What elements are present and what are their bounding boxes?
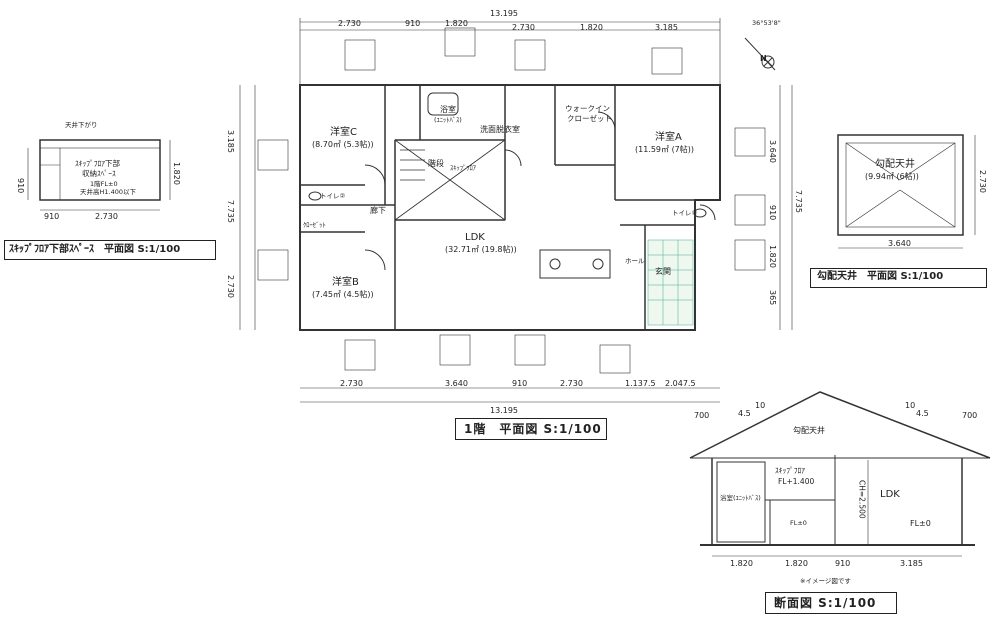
toilet-icon — [693, 208, 707, 218]
section-eave-left: 700 — [694, 411, 710, 420]
room-ldk: LDK — [465, 232, 485, 243]
skip-dim-w2: 2.730 — [95, 212, 118, 221]
skip-floor-plan — [39, 139, 161, 201]
section-pitch-base-left: 10 — [755, 401, 766, 410]
slope-area: (9.94㎡ (6帖)) — [865, 172, 919, 181]
dim-right-1: 3.640 — [768, 140, 777, 163]
room-washroom: 洗面脱衣室 — [480, 125, 520, 134]
section-pitch-base-right: 10 — [905, 401, 916, 410]
dim-top-1: 2.730 — [338, 19, 361, 28]
slope-ceiling-plan — [837, 134, 976, 249]
section-eave-right: 700 — [962, 411, 978, 420]
entrance-tiles — [647, 239, 694, 326]
room-hallway: 廊下 — [370, 206, 386, 215]
slope-label: 勾配天井 — [875, 159, 915, 170]
plan-title: 1階 平面図 S:1/100 — [464, 422, 602, 436]
dim-top-6: 3.185 — [655, 23, 678, 32]
kitchen-counter — [539, 249, 611, 279]
plan-total-top: 13.195 — [490, 9, 518, 18]
room-closet: ｸﾛｰｾﾞｯﾄ — [303, 221, 326, 229]
north-angle: 36°53'8" — [752, 19, 781, 27]
section-title: 断面図 S:1/100 — [774, 596, 877, 610]
skip-dim-w1: 910 — [44, 212, 60, 221]
section-dim-3: 910 — [835, 559, 851, 568]
skip-dim-h1: 1.820 — [172, 162, 181, 185]
skip-ceiling: 天井高H1.400以下 — [80, 188, 136, 196]
window-tags — [257, 27, 766, 374]
section-pitch-left: 4.5 — [738, 409, 751, 418]
dim-top-3: 1.820 — [445, 19, 468, 28]
dim-bottom-6: 2.047.5 — [665, 379, 696, 388]
skip-title-box: ｽｷｯﾌﾟﾌﾛｱ下部ｽﾍﾟｰｽ 平面図 S:1/100 — [4, 240, 216, 260]
section-drawing — [689, 391, 991, 557]
skip-top-note: 天井下がり — [65, 121, 98, 129]
section-dim-2: 1.820 — [785, 559, 808, 568]
room-toilet-1: トイレ① — [672, 209, 698, 217]
room-walkin: ウォークイン — [565, 104, 610, 113]
dim-right-5: 365 — [768, 290, 777, 306]
dim-bottom-1: 2.730 — [340, 379, 363, 388]
skip-fl: 1階FL±0 — [90, 180, 118, 188]
section-slope: 勾配天井 — [793, 426, 825, 435]
dim-bottom-5: 1.137.5 — [625, 379, 656, 388]
dim-right-4: 1.820 — [768, 245, 777, 268]
slope-title-box: 勾配天井 平面図 S:1/100 — [810, 268, 987, 288]
section-bath: 浴室(ﾕﾆｯﾄﾊﾞｽ) — [720, 494, 761, 502]
room-western-b-area: (7.45㎡ (4.5帖)) — [312, 290, 374, 299]
section-ch: CH=2.500 — [857, 480, 867, 519]
room-western-b: 洋室B — [332, 277, 359, 288]
section-dim-4: 3.185 — [900, 559, 923, 568]
room-bath: 浴室 — [440, 105, 456, 114]
section-fl: FL±0 — [910, 519, 931, 528]
dim-bottom-2: 3.640 — [445, 379, 468, 388]
dim-bottom-3: 910 — [512, 379, 528, 388]
room-ldk-area: (32.71㎡ (19.8帖)) — [445, 245, 517, 254]
dim-right-3: 910 — [768, 205, 777, 221]
dim-left-1: 3.185 — [226, 130, 235, 153]
section-pitch-right: 4.5 — [916, 409, 929, 418]
section-skip: ｽｷｯﾌﾟﾌﾛｱ — [775, 466, 805, 475]
dim-left-2: 7.735 — [226, 200, 235, 223]
room-walkin-2: クローゼット — [567, 114, 612, 123]
skip-title: ｽｷｯﾌﾟﾌﾛｱ下部ｽﾍﾟｰｽ 平面図 S:1/100 — [9, 244, 181, 255]
room-western-a-area: (11.59㎡ (7帖)) — [635, 145, 695, 154]
section-image-note: ※イメージ図です — [800, 577, 851, 585]
dim-left-3: 2.730 — [226, 275, 235, 298]
room-hall: ホール — [625, 257, 645, 265]
skip-label-2: 収納ｽﾍﾟｰｽ — [82, 169, 116, 178]
stairs-area — [394, 139, 506, 221]
section-ldk: LDK — [880, 489, 900, 500]
room-stairs: 階段 — [428, 159, 444, 168]
dimension-lines — [239, 18, 793, 403]
room-bath-sub: (ﾕﾆｯﾄﾊﾞｽ) — [434, 116, 462, 124]
section-title-box: 断面図 S:1/100 — [765, 592, 897, 614]
skip-dim-h2: 910 — [16, 178, 25, 194]
toilet-icon — [308, 191, 322, 201]
section-dim-1: 1.820 — [730, 559, 753, 568]
dim-bottom-4: 2.730 — [560, 379, 583, 388]
slope-title: 勾配天井 平面図 S:1/100 — [817, 271, 944, 282]
dim-top-5: 1.820 — [580, 23, 603, 32]
section-skip-fl: FL+1.400 — [778, 477, 815, 486]
room-toilet-2: トイレ② — [320, 192, 346, 200]
room-western-c: 洋室C — [330, 127, 357, 138]
slope-dim-h: 2.730 — [978, 170, 987, 193]
dim-right-2: 7.735 — [794, 190, 803, 213]
dim-top-2: 910 — [405, 19, 421, 28]
bathtub-icon — [427, 92, 459, 116]
plan-total-bottom: 13.195 — [490, 406, 518, 415]
skip-label-1: ｽｷｯﾌﾟﾌﾛｱ下部 — [75, 159, 120, 168]
dim-top-4: 2.730 — [512, 23, 535, 32]
north-arrow-icon — [744, 37, 776, 71]
room-western-a: 洋室A — [655, 132, 682, 143]
room-skip-floor: ｽｷｯﾌﾟﾌﾛｱ — [450, 164, 476, 172]
room-entrance: 玄関 — [655, 267, 671, 276]
north-label: N — [760, 54, 767, 63]
plan-title-box: 1階 平面図 S:1/100 — [455, 418, 607, 440]
slope-dim-w: 3.640 — [888, 239, 911, 248]
room-western-c-area: (8.70㎡ (5.3帖)) — [312, 140, 374, 149]
section-fl-small: FL±0 — [790, 519, 807, 527]
